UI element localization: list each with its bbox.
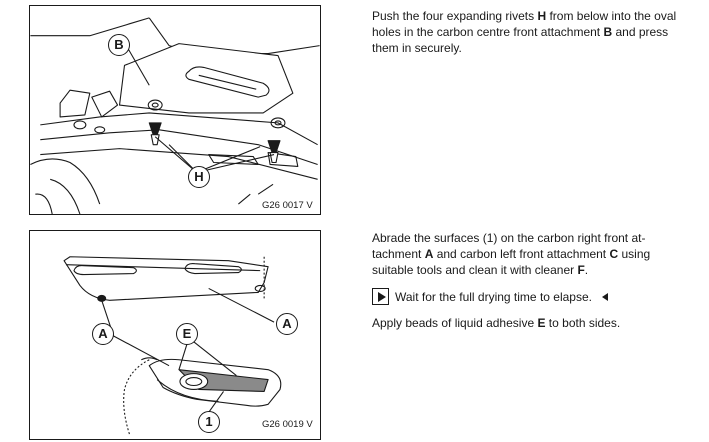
callout-a-right: A (276, 313, 298, 335)
figure-abrade: A E A 1 G26 0019 V (29, 230, 321, 440)
callout-h: H (188, 166, 210, 188)
figure-rivets: B H G26 0017 V (29, 5, 321, 215)
figure-code: G26 0017 V (262, 200, 313, 211)
ref-b: B (603, 25, 613, 39)
end-marker-icon (601, 292, 608, 301)
drying-note: Wait for the full drying time to elapse. (372, 288, 690, 305)
figure-code: G26 0019 V (262, 419, 313, 430)
callout-e: E (176, 323, 198, 345)
ref-a: A (424, 247, 434, 261)
ref-e: E (537, 316, 546, 330)
rivets-paragraph: Push the four expanding rivets H from be… (372, 9, 677, 55)
illustration-front-attachments (63, 256, 282, 435)
instruction-rivets: Push the four expanding rivets H from be… (372, 8, 690, 66)
callout-b: B (108, 34, 130, 56)
instruction-abrade: Abrade the surfaces (1) on the carbon ri… (372, 230, 690, 341)
ref-c: C (609, 247, 619, 261)
callout-a-left: A (92, 323, 114, 345)
ref-f: F (577, 263, 585, 277)
ref-h: H (537, 9, 547, 23)
callout-surface-1: 1 (198, 411, 220, 433)
adhesive-paragraph: Apply beads of liquid adhesive E to both… (372, 316, 621, 330)
illustration-centre-attachment (30, 17, 320, 214)
play-triangle-icon (372, 288, 389, 305)
drying-note-text: Wait for the full drying time to elapse. (395, 289, 592, 304)
abrade-paragraph: Abrade the surfaces (1) on the carbon ri… (372, 231, 651, 277)
